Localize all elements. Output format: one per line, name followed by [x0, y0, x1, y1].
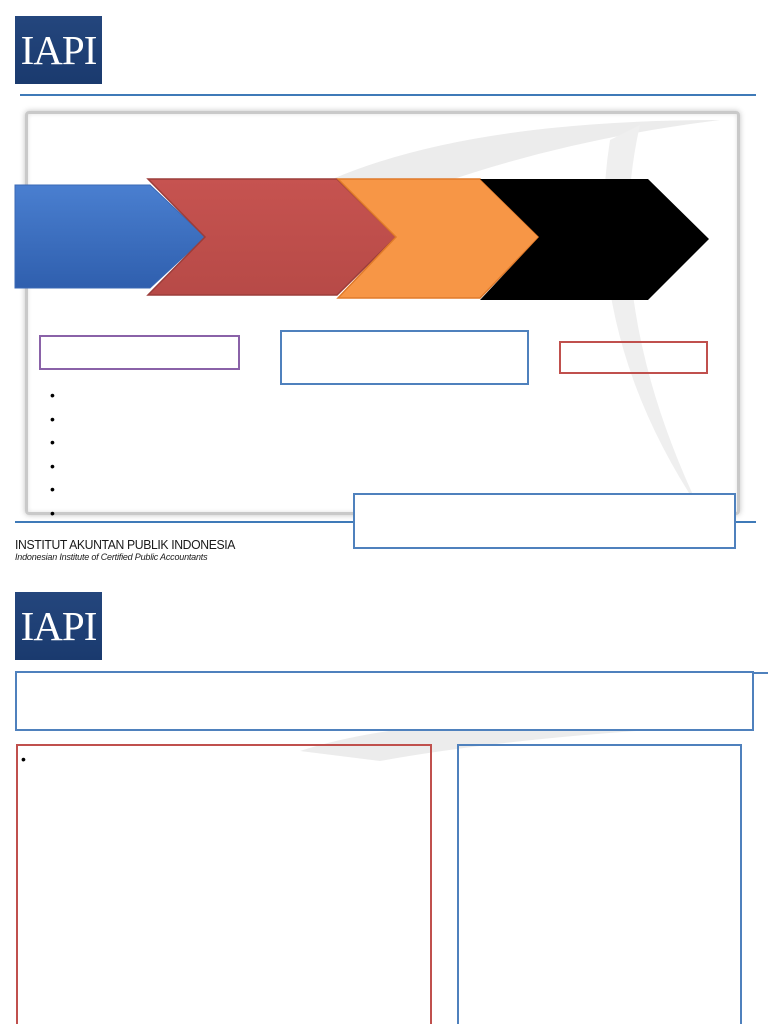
content-box-left — [16, 744, 432, 1024]
slide-1: IAPI INSTITUT AKUNTAN PUBLIK IND — [0, 0, 768, 576]
label-box-purple — [39, 335, 240, 370]
org-subtitle: Indonesian Institute of Certified Public… — [15, 552, 208, 562]
iapi-logo: IAPI — [15, 592, 102, 660]
bullet-item — [50, 384, 60, 408]
header-divider — [20, 94, 756, 96]
bullet-item — [50, 431, 60, 455]
footer-divider — [15, 521, 353, 523]
title-box — [15, 671, 754, 731]
bullet-item — [50, 408, 60, 432]
summary-box — [353, 493, 736, 549]
slide-2: IAPI — [0, 576, 768, 1024]
bullet-item — [50, 478, 60, 502]
label-box-red — [559, 341, 708, 374]
title-box-edge — [754, 672, 768, 674]
bullet-item — [21, 751, 26, 767]
bullet-list — [50, 384, 60, 525]
process-chevrons — [14, 178, 709, 300]
chevron-step-1 — [14, 184, 206, 289]
chevron-step-4 — [480, 179, 709, 300]
iapi-logo: IAPI — [15, 16, 102, 84]
bullet-item — [50, 455, 60, 479]
org-name: INSTITUT AKUNTAN PUBLIK INDONESIA — [15, 537, 236, 552]
label-box-blue — [280, 330, 529, 385]
footer-divider-right — [736, 521, 756, 523]
content-box-right — [457, 744, 742, 1024]
